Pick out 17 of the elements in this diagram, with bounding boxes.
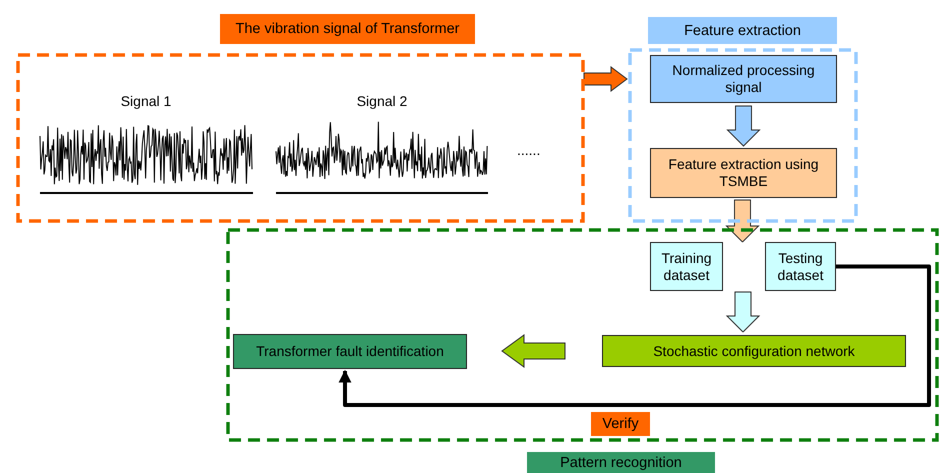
process-box: Transformer fault identification [233,334,467,369]
process-box: Training dataset [650,242,723,291]
block-arrow [584,66,628,92]
block-arrow [726,106,761,147]
signal-label: Signal 1 [120,93,172,109]
arrow [338,264,931,407]
block-arrow [501,334,566,368]
group-heading: The vibration signal of Transformer [220,14,475,44]
group-heading: Pattern recognition [527,452,715,473]
process-box: Feature extraction using TSMBE [650,148,837,198]
edge-label: Verify [591,412,650,436]
ellipsis-text: ...... [517,142,540,158]
process-box: Stochastic configuration network [602,335,906,367]
signal-label: Signal 2 [356,93,408,109]
process-box: Normalized processing signal [650,55,837,103]
process-box: Testing dataset [765,242,836,291]
group-heading: Feature extraction [648,17,837,44]
